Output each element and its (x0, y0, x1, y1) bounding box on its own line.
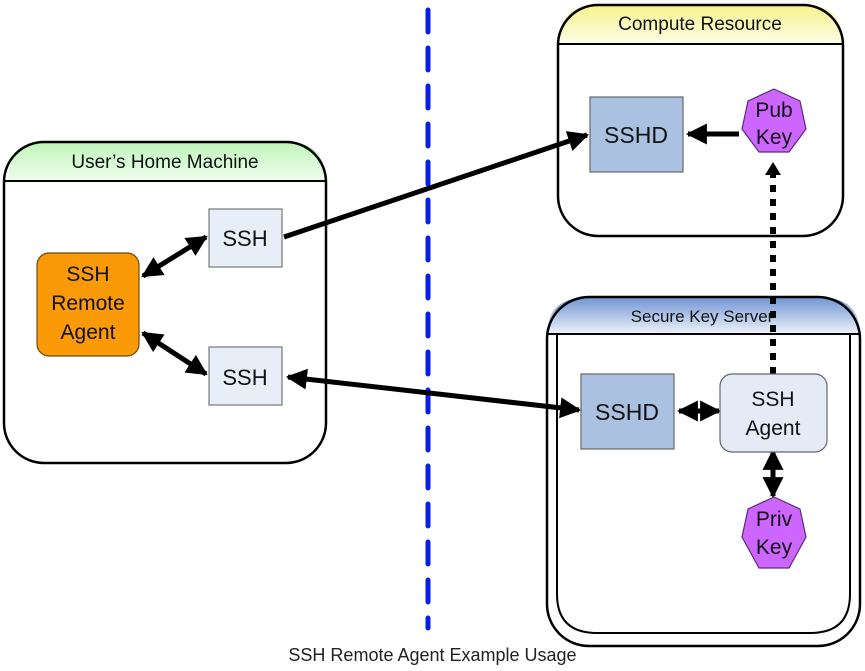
container-compute-resource: Compute Resource (556, 3, 845, 238)
node-priv-key[interactable]: Priv Key (741, 496, 807, 569)
ssh-agent-label-2: Agent (746, 417, 801, 440)
sshd-keyserver-label: SSHD (595, 399, 659, 425)
node-ssh-client-top[interactable]: SSH (208, 208, 283, 268)
priv-key-label-1: Priv (756, 508, 793, 531)
ssh-top-label: SSH (222, 226, 267, 251)
node-sshd-compute[interactable]: SSHD (589, 96, 684, 173)
pub-key-label-1: Pub (755, 99, 792, 122)
compute-resource-frame (556, 3, 845, 238)
node-pub-key[interactable]: Pub Key (741, 88, 807, 153)
compute-resource-title: Compute Resource (618, 14, 782, 35)
pubkey-arrowhead (765, 162, 781, 175)
container-secure-key-server: Secure Key Server (545, 295, 862, 648)
remote-agent-label-2: Remote (51, 292, 125, 315)
pub-key-label-2: Key (756, 126, 793, 149)
home-machine-title: User’s Home Machine (71, 152, 258, 173)
node-sshd-keyserver[interactable]: SSHD (580, 373, 675, 450)
home-machine-frame (2, 140, 328, 465)
connections (141, 123, 784, 499)
ssh-agent-label-1: SSH (751, 388, 794, 411)
priv-key-label-2: Key (756, 536, 793, 559)
key-server-title: Secure Key Server (631, 307, 774, 326)
container-home-machine: User’s Home Machine (2, 140, 328, 465)
ssh-bottom-label: SSH (222, 365, 267, 390)
key-server-inner-frame (556, 334, 851, 634)
node-ssh-client-bottom[interactable]: SSH (208, 346, 283, 406)
edge-agent-to-ssh-bottom (141, 330, 208, 377)
edge-ssh-bottom-to-sshd-keyserver (285, 368, 582, 419)
key-server-outer-frame (545, 295, 862, 648)
node-ssh-agent[interactable]: SSH Agent (719, 373, 828, 453)
edge-ssh-top-to-sshd-compute (283, 131, 589, 240)
node-ssh-remote-agent[interactable]: SSH Remote Agent (36, 252, 140, 357)
edge-agent-to-ssh-top (141, 234, 208, 279)
remote-agent-label-3: Agent (61, 321, 116, 344)
figure-caption: SSH Remote Agent Example Usage (288, 645, 577, 665)
remote-agent-label-1: SSH (66, 263, 109, 286)
sshd-compute-label: SSHD (604, 122, 668, 148)
